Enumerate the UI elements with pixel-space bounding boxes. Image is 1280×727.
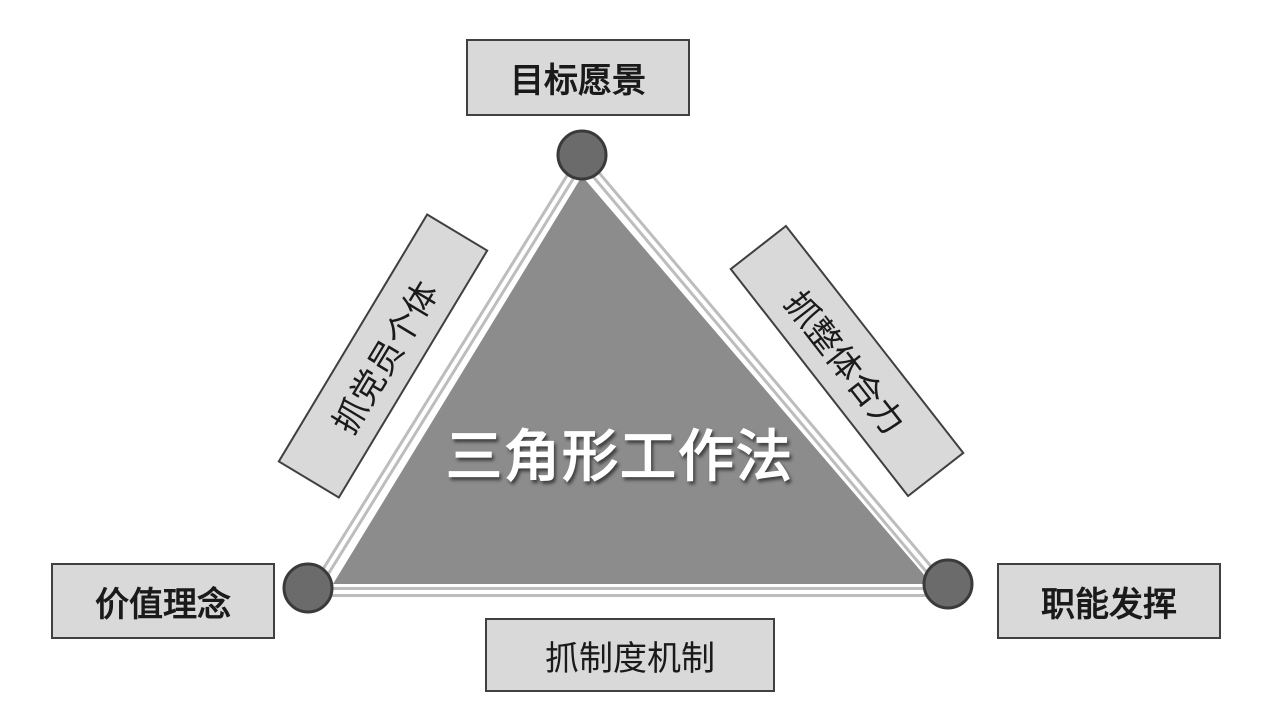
left-node [282, 562, 334, 614]
edge-label-bottom: 抓制度机制 [485, 618, 775, 692]
triangle-body [333, 176, 932, 584]
diagram-title: 三角形工作法 [446, 424, 794, 490]
top-node [556, 129, 608, 181]
vertex-label-left: 价值理念 [51, 563, 275, 639]
right-node [922, 558, 974, 610]
triangle-outline-inner [311, 156, 950, 594]
vertex-label-right: 职能发挥 [997, 563, 1221, 639]
vertex-label-top: 目标愿景 [466, 39, 690, 116]
